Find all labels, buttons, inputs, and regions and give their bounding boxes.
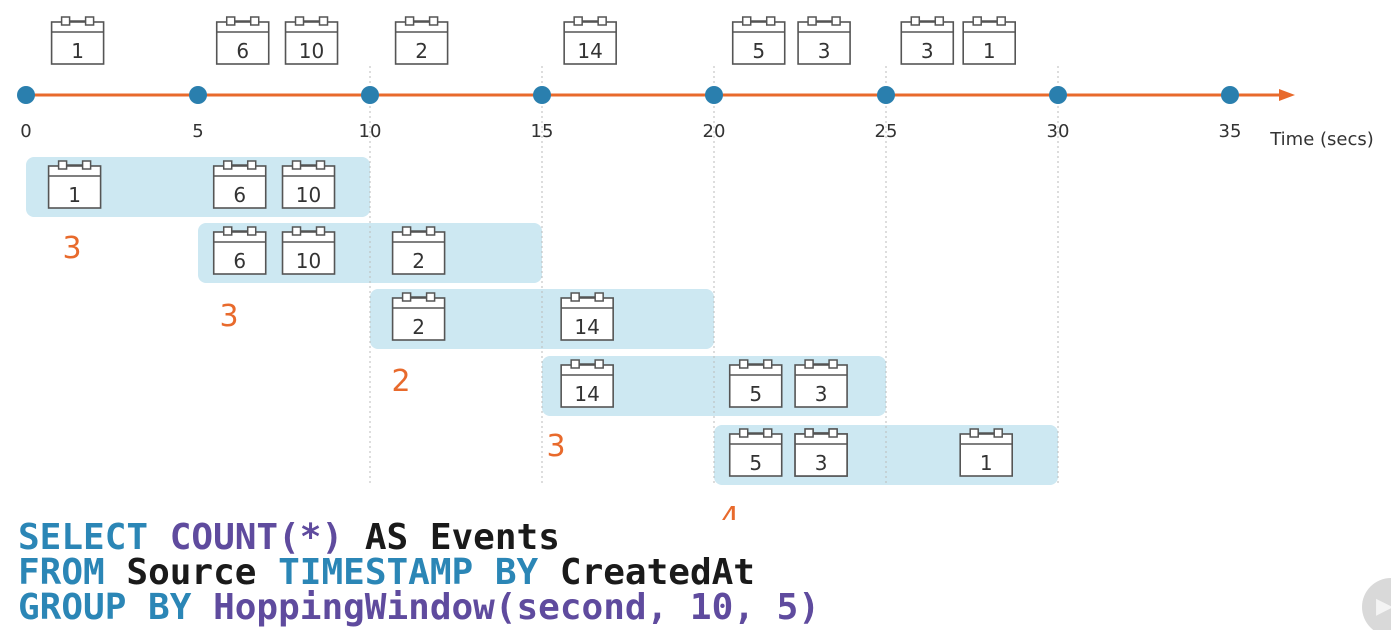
event-value: 14 <box>574 315 599 339</box>
event-value: 3 <box>815 451 828 475</box>
axis-tick-dot <box>705 86 723 104</box>
play-icon: ▶ <box>1376 594 1391 619</box>
event-value: 3 <box>818 39 831 63</box>
window-count: 2 <box>391 364 410 399</box>
calendar-icon: 2 <box>391 226 446 275</box>
axis-tick-label: 25 <box>875 121 898 142</box>
axis-arrow-icon <box>1279 89 1295 101</box>
sql-column-createdat: CreatedAt <box>559 552 755 593</box>
calendar-icon: 3 <box>794 359 848 408</box>
hopping-window: 14 5 3 <box>542 356 886 416</box>
sql-query: SELECT COUNT(*) AS Events FROM Source TI… <box>18 517 820 628</box>
calendar-icon: 2 <box>391 292 446 341</box>
calendar-icon: 3 <box>797 16 851 65</box>
sql-hopping-window: HoppingWindow(second, 10, 5) <box>213 587 820 628</box>
guides-layer <box>369 66 1059 486</box>
sql-alias: AS Events <box>364 517 560 558</box>
timeline-axis: 0 5 10 15 20 25 30 35 Time (secs) <box>17 86 1374 150</box>
event-value: 1 <box>68 183 81 207</box>
axis-tick-label: 10 <box>359 121 382 142</box>
event-value: 3 <box>921 39 934 63</box>
axis-tick-dot <box>1049 86 1067 104</box>
windows-layer: 1610610221414535331 <box>26 157 1058 485</box>
calendar-icon: 5 <box>731 16 786 65</box>
window-count: 3 <box>546 429 565 464</box>
axis-tick-dot <box>189 86 207 104</box>
axis-title: Time (secs) <box>1269 129 1374 150</box>
event-value: 10 <box>296 249 321 273</box>
calendar-icon: 3 <box>900 16 955 65</box>
event-value: 1 <box>71 39 84 63</box>
axis-tick-label: 20 <box>703 121 726 142</box>
event-value: 10 <box>296 183 321 207</box>
window-count: 3 <box>219 299 238 334</box>
event-value: 1 <box>980 451 993 475</box>
window-count: 3 <box>62 231 81 266</box>
event-value: 5 <box>752 39 765 63</box>
event-value: 2 <box>412 315 425 339</box>
calendar-icon: 14 <box>560 359 614 408</box>
event-value: 2 <box>415 39 428 63</box>
sql-keyword-timestamp-by: TIMESTAMP BY <box>278 552 539 593</box>
axis-tick-label: 30 <box>1047 121 1070 142</box>
calendar-icon: 10 <box>281 160 336 209</box>
calendar-icon: 1 <box>50 16 105 65</box>
axis-tick-dot <box>17 86 35 104</box>
calendar-icon: 1 <box>962 16 1017 65</box>
calendar-icon: 6 <box>212 226 267 275</box>
event-value: 5 <box>749 382 762 406</box>
axis-tick-dot <box>361 86 379 104</box>
calendar-icon: 6 <box>212 160 267 209</box>
calendar-icon: 5 <box>728 428 783 477</box>
event-value: 6 <box>233 249 246 273</box>
sql-source: Source <box>126 552 257 593</box>
calendar-icon: 10 <box>284 16 339 65</box>
hopping-window: 2 14 <box>370 289 714 349</box>
event-value: 14 <box>574 382 599 406</box>
event-value: 3 <box>815 382 828 406</box>
axis-tick-label: 15 <box>531 121 554 142</box>
calendar-icon: 1 <box>47 160 102 209</box>
calendar-icon: 10 <box>281 226 336 275</box>
axis-tick-dot <box>877 86 895 104</box>
calendar-icon: 14 <box>563 16 617 65</box>
sql-keyword-group-by: GROUP BY <box>18 587 192 628</box>
event-value: 10 <box>299 39 324 63</box>
event-value: 6 <box>233 183 246 207</box>
event-value: 1 <box>983 39 996 63</box>
window-count: 4 <box>720 501 739 520</box>
window-band <box>370 289 714 349</box>
calendar-icon: 2 <box>394 16 449 65</box>
event-value: 2 <box>412 249 425 273</box>
calendar-icon: 14 <box>560 292 614 341</box>
event-value: 14 <box>577 39 602 63</box>
window-counts: 3 3 2 3 4 <box>62 231 739 520</box>
calendar-icon: 1 <box>959 428 1014 477</box>
sql-keyword-select: SELECT <box>18 517 149 558</box>
play-button[interactable]: ▶ <box>1362 578 1391 630</box>
sql-keyword-from: FROM <box>18 552 105 593</box>
calendar-icon: 6 <box>215 16 270 65</box>
axis-tick-label: 5 <box>192 121 203 142</box>
event-value: 6 <box>236 39 249 63</box>
axis-tick-label: 35 <box>1219 121 1242 142</box>
axis-tick-label: 0 <box>20 121 31 142</box>
axis-tick-dot <box>533 86 551 104</box>
calendar-icon: 3 <box>794 428 848 477</box>
axis-tick-dot <box>1221 86 1239 104</box>
event-value: 5 <box>749 451 762 475</box>
sql-function-count: COUNT(*) <box>169 517 344 558</box>
events-row: 1 6 10 2 14 5 3 3 1 <box>50 16 1017 65</box>
calendar-icon: 5 <box>728 359 783 408</box>
